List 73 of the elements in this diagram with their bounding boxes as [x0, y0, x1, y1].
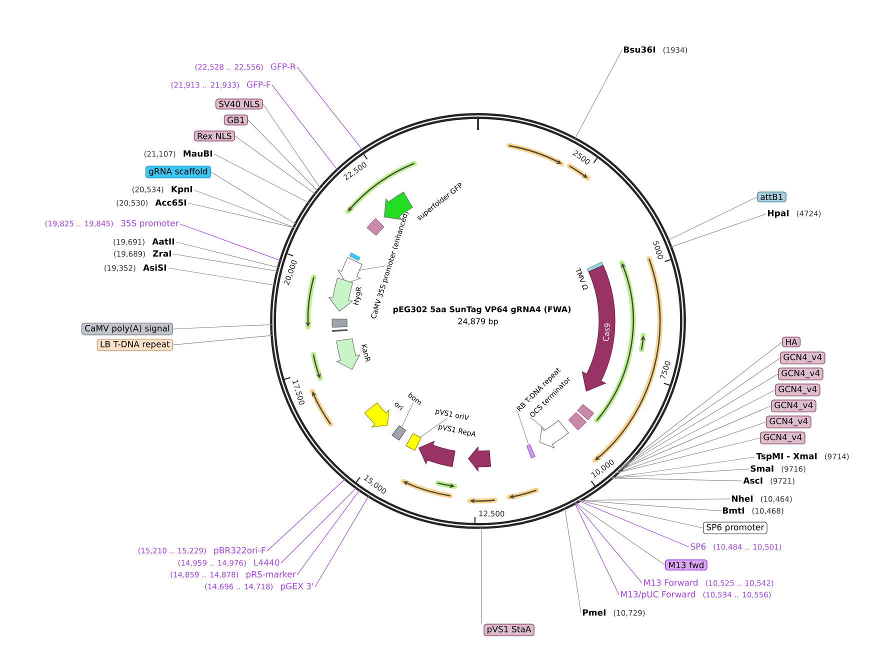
leader-line	[620, 358, 780, 469]
leader-line	[262, 104, 322, 190]
leader-line	[618, 390, 776, 472]
leader-line	[577, 500, 722, 512]
leader-line	[194, 190, 296, 228]
feature-label: GCN4_v4	[775, 384, 820, 396]
leader-line	[564, 506, 582, 614]
feature-label: SP6 promoter	[703, 522, 768, 534]
leader-line	[574, 502, 620, 596]
feature-label: LB T-DNA repeat	[96, 338, 173, 352]
leader-line	[172, 324, 274, 330]
leader-line	[669, 214, 766, 248]
feature-label: GB1	[224, 114, 248, 126]
feature-symbol	[364, 402, 390, 428]
plasmid-name: pEG302 5aa SunTag VP64 gRNA4 (FWA)	[393, 306, 571, 314]
leader-line	[280, 486, 358, 564]
feature-label: GCN4_v4	[760, 432, 806, 444]
leader-line	[618, 406, 772, 472]
leader-line	[234, 136, 317, 196]
leader-line	[172, 254, 280, 272]
leader-line	[574, 502, 666, 566]
leader-line	[210, 172, 298, 226]
feature-symbol	[418, 440, 456, 468]
feature-label: GCN4_v4	[771, 400, 816, 412]
feature-label: HA	[782, 336, 800, 348]
feature-label: SV40 NLS	[216, 98, 264, 110]
leader-line	[577, 500, 690, 548]
leader-line	[296, 488, 361, 576]
feature-symbol	[468, 446, 492, 472]
leader-line	[609, 456, 756, 478]
feature-block	[406, 433, 422, 451]
leader-line	[530, 416, 546, 430]
feature-label: GCN4_v4	[778, 368, 824, 380]
leader-line	[358, 266, 386, 271]
leader-line	[614, 438, 760, 474]
leader-line	[622, 342, 782, 466]
feature-label: Rex NLS	[194, 130, 235, 142]
feature-label: pVS1 StaA	[484, 624, 534, 636]
leader-line	[609, 478, 742, 482]
feature-symbol	[539, 420, 569, 448]
feature-block	[526, 444, 536, 458]
feature-block	[392, 425, 406, 441]
feature-label: M13 fwd	[665, 560, 708, 570]
leader-line	[620, 374, 778, 469]
leader-line	[180, 224, 282, 262]
feature-symbol	[338, 257, 362, 284]
leader-line	[248, 120, 319, 192]
plasmid-size: 24,879 bp	[458, 318, 498, 326]
feature-label: attB1	[757, 192, 786, 202]
feature-symbol	[336, 338, 360, 370]
leader-line	[517, 411, 529, 444]
leader-line	[577, 500, 704, 528]
feature-label: gRNA scaffold	[145, 166, 211, 178]
leader-line	[481, 526, 482, 624]
leader-line	[296, 66, 364, 152]
feature-label: GCN4_v4	[780, 352, 826, 364]
leader-line	[614, 422, 766, 474]
leader-line	[266, 478, 347, 552]
leader-line	[176, 242, 280, 268]
leader-line	[214, 154, 310, 204]
feature-label: CaMV poly(A) signal	[81, 322, 173, 336]
feature-label: GCN4_v4	[766, 416, 812, 428]
leader-line	[574, 50, 622, 140]
feature-symbol	[328, 278, 354, 312]
leader-line	[188, 202, 296, 228]
leader-line	[401, 402, 414, 428]
leader-line	[172, 334, 274, 346]
leader-line	[272, 84, 338, 172]
leader-line	[666, 196, 758, 242]
leader-line	[420, 418, 448, 438]
leader-line	[314, 494, 370, 588]
leader-line	[574, 502, 642, 584]
leader-line	[168, 268, 276, 286]
